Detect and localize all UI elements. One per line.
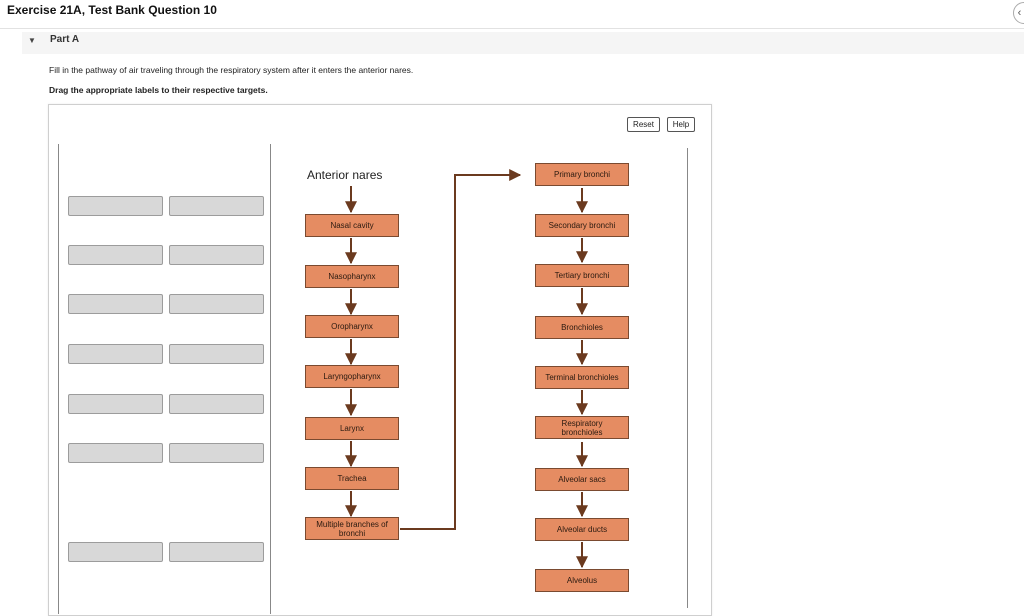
drag-instruction: Drag the appropriate labels to their res… xyxy=(49,85,268,95)
target-alveolar-sacs[interactable]: Alveolar sacs xyxy=(535,468,629,491)
label-slot[interactable] xyxy=(68,245,163,265)
triangle-down-icon[interactable]: ▼ xyxy=(28,36,36,45)
label-slot[interactable] xyxy=(68,344,163,364)
target-label: Oropharynx xyxy=(331,322,373,331)
target-trachea[interactable]: Trachea xyxy=(305,467,399,490)
flow-connector xyxy=(400,169,522,530)
target-label: Secondary bronchi xyxy=(548,221,616,230)
target-label: Terminal bronchioles xyxy=(545,373,619,382)
flow-connectors xyxy=(345,169,588,569)
label-slot[interactable] xyxy=(169,196,264,216)
panel-divider xyxy=(687,148,688,608)
target-laryngopharynx[interactable]: Laryngopharynx xyxy=(305,365,399,388)
target-secondary-bronchi[interactable]: Secondary bronchi xyxy=(535,214,629,237)
chevron-left-icon: ‹ xyxy=(1017,7,1022,19)
target-label: Laryngopharynx xyxy=(323,372,381,381)
label-slot[interactable] xyxy=(169,443,264,463)
target-alveolus[interactable]: Alveolus xyxy=(535,569,629,592)
part-header[interactable]: ▼ Part A xyxy=(22,32,1024,54)
start-label: Anterior nares xyxy=(307,168,383,182)
page-title: Exercise 21A, Test Bank Question 10 xyxy=(7,3,217,17)
label-slot[interactable] xyxy=(68,394,163,414)
label-slot[interactable] xyxy=(68,542,163,562)
target-respiratory-bronchioles[interactable]: Respiratory bronchioles xyxy=(535,416,629,439)
reset-button[interactable]: Reset xyxy=(627,117,660,132)
label-bank xyxy=(58,144,271,614)
label-slot[interactable] xyxy=(169,344,264,364)
target-tertiary-bronchi[interactable]: Tertiary bronchi xyxy=(535,264,629,287)
question-instruction: Fill in the pathway of air traveling thr… xyxy=(49,65,414,75)
target-label: Larynx xyxy=(339,424,364,433)
target-label: Primary bronchi xyxy=(553,170,610,179)
part-label: Part A xyxy=(50,34,80,45)
target-label: Alveolar sacs xyxy=(558,475,606,484)
target-label: Multiple branches of bronchi xyxy=(316,519,388,538)
label-slot[interactable] xyxy=(169,394,264,414)
label-slot[interactable] xyxy=(68,443,163,463)
target-label: Nasopharynx xyxy=(328,272,376,281)
target-oropharynx[interactable]: Oropharynx xyxy=(305,315,399,338)
target-multiple-branches-of-bronchi[interactable]: Multiple branches of bronchi xyxy=(305,517,399,540)
target-label: Alveolus xyxy=(566,576,598,585)
target-nasopharynx[interactable]: Nasopharynx xyxy=(305,265,399,288)
target-label: Trachea xyxy=(337,474,367,483)
label-slot[interactable] xyxy=(169,542,264,562)
target-bronchioles[interactable]: Bronchioles xyxy=(535,316,629,339)
top-bar: Exercise 21A, Test Bank Question 10 ‹ xyxy=(0,0,1024,29)
target-nasal-cavity[interactable]: Nasal cavity xyxy=(305,214,399,237)
target-label: Alveolar ducts xyxy=(556,525,608,534)
label-slot[interactable] xyxy=(68,196,163,216)
label-slot[interactable] xyxy=(68,294,163,314)
target-label: Respiratory bronchioles xyxy=(561,418,603,437)
target-label: Tertiary bronchi xyxy=(554,271,610,280)
target-primary-bronchi[interactable]: Primary bronchi xyxy=(535,163,629,186)
target-larynx[interactable]: Larynx xyxy=(305,417,399,440)
target-terminal-bronchioles[interactable]: Terminal bronchioles xyxy=(535,366,629,389)
target-label: Bronchioles xyxy=(561,323,603,332)
label-slot[interactable] xyxy=(169,245,264,265)
label-slot[interactable] xyxy=(169,294,264,314)
target-label: Nasal cavity xyxy=(330,221,374,230)
target-alveolar-ducts[interactable]: Alveolar ducts xyxy=(535,518,629,541)
help-button[interactable]: Help xyxy=(667,117,695,132)
